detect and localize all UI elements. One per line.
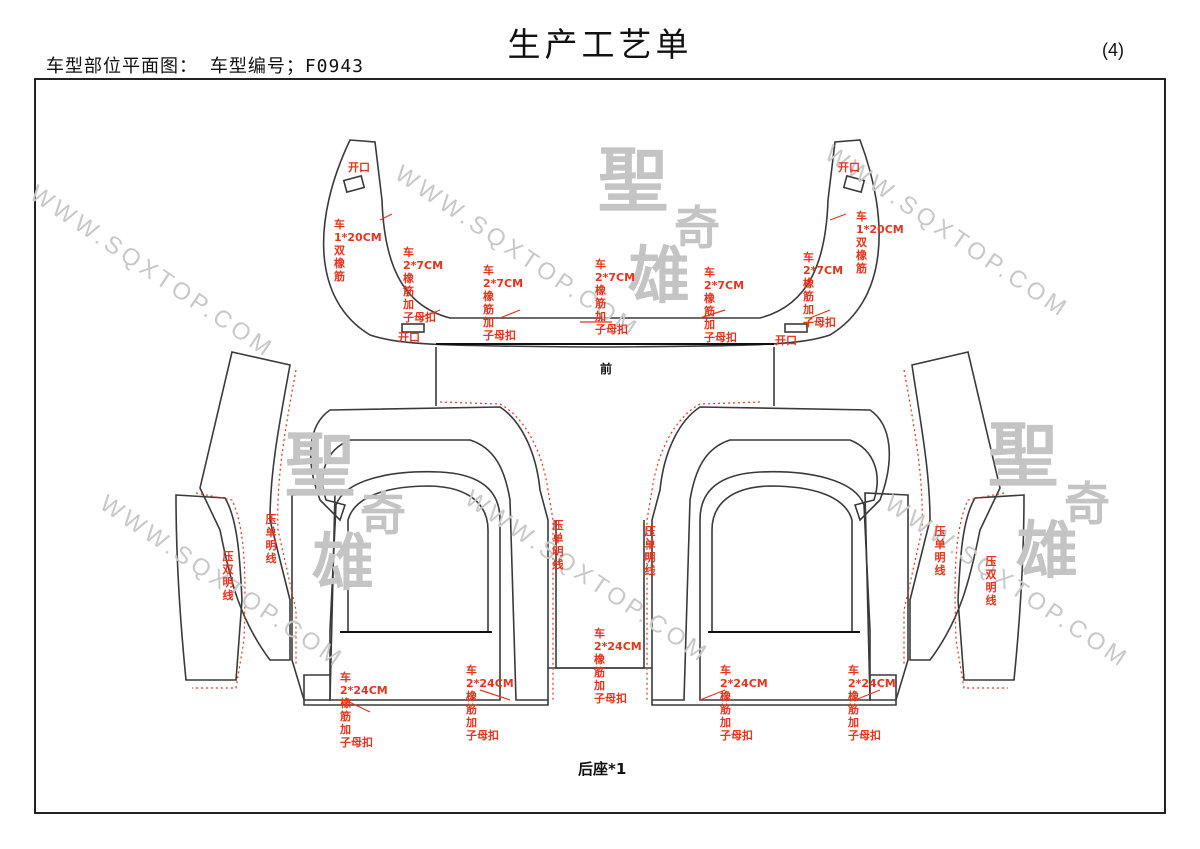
elastic-note-bottom: 车 2*24CM 橡 筋 加 子母扣 xyxy=(594,627,642,705)
elastic-note-top: 车 2*7CM 橡 筋 加 子母扣 xyxy=(704,266,745,344)
stitch-note-double: 压双明线 xyxy=(222,550,234,602)
stitch-note-single: 压单明线 xyxy=(644,525,656,577)
right-back-panel xyxy=(651,406,891,701)
stitch-note-single: 压单明线 xyxy=(265,513,277,565)
elastic-note-bottom: 车 2*24CM 橡 筋 加 子母扣 xyxy=(720,664,768,742)
caption-label: 后座*1 xyxy=(578,760,627,778)
stitch-note-single: 压单明线 xyxy=(934,525,946,577)
elastic-note-top: 车 2*7CM 橡 筋 加 子母扣 xyxy=(595,258,636,336)
elastic-note-bottom: 车 2*24CM 橡 筋 加 子母扣 xyxy=(340,671,388,749)
watermark-seal: 聖 xyxy=(988,414,1058,497)
stitch-note-single: 压单明线 xyxy=(552,519,564,571)
front-label: 前 xyxy=(600,362,613,376)
left-base xyxy=(303,674,549,706)
right-wing-a xyxy=(864,492,909,701)
watermark-seal: 雄 xyxy=(628,239,691,312)
watermark-seal: 奇 xyxy=(674,201,720,255)
elastic-note-top: 车 2*7CM 橡 筋 加 子母扣 xyxy=(483,264,524,342)
page-number: (4) xyxy=(1102,40,1124,60)
stitch-note-double: 压双明线 xyxy=(985,555,997,607)
model-info: 车型部位平面图： 车型编号；F0943 xyxy=(46,56,365,77)
watermark-seal: 雄 xyxy=(312,526,375,599)
watermark-seal: 聖 xyxy=(285,424,355,507)
left-side-piece xyxy=(175,494,243,681)
opening-label: 开口 xyxy=(348,161,370,174)
left-wing-a xyxy=(291,492,336,701)
left-cushion-inner xyxy=(347,485,489,633)
opening-label: 开口 xyxy=(775,334,797,347)
watermark-seal: 雄 xyxy=(1016,514,1079,587)
elastic-note-side: 车 1*20CM 双 橡 筋 xyxy=(856,210,904,275)
opening-label: 开口 xyxy=(838,161,860,174)
watermark-seal: 聖 xyxy=(598,139,668,222)
drawing-frame xyxy=(34,78,1166,814)
opening-label: 开口 xyxy=(398,331,420,344)
elastic-note-side: 车 1*20CM 双 橡 筋 xyxy=(334,218,382,283)
right-base xyxy=(651,674,897,706)
right-cushion xyxy=(699,470,871,701)
elastic-note-bottom: 车 2*24CM 橡 筋 加 子母扣 xyxy=(848,664,896,742)
right-cushion-inner xyxy=(711,485,853,633)
left-back-panel xyxy=(309,406,549,701)
watermark-seal: 奇 xyxy=(360,487,406,541)
top-strip xyxy=(322,139,880,348)
elastic-note-bottom: 车 2*24CM 橡 筋 加 子母扣 xyxy=(466,664,514,742)
watermark-seal: 奇 xyxy=(1064,477,1110,531)
elastic-note-top: 车 2*7CM 橡 筋 加 子母扣 xyxy=(403,246,444,324)
page-title: 生产工艺单 xyxy=(507,25,693,64)
right-side-piece xyxy=(957,494,1025,681)
elastic-note-top: 车 2*7CM 橡 筋 加 子母扣 xyxy=(803,251,844,329)
left-outer-flap xyxy=(199,351,291,661)
right-outer-flap xyxy=(909,351,1001,661)
left-cushion xyxy=(329,470,501,701)
